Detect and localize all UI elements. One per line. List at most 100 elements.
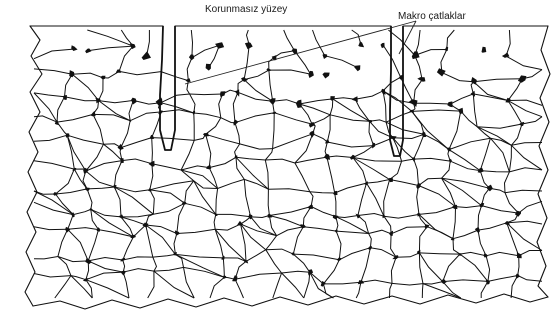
grain-boundary bbox=[235, 144, 240, 157]
grain-boundary bbox=[233, 92, 238, 122]
grain-boundary bbox=[293, 254, 310, 272]
corrosion-pit bbox=[300, 224, 306, 228]
grain-boundary bbox=[415, 55, 422, 79]
grain-boundary bbox=[442, 178, 482, 205]
grain-boundary bbox=[235, 279, 243, 298]
grain-boundary bbox=[206, 134, 240, 144]
corrosion-pit bbox=[69, 70, 74, 77]
grain-boundary bbox=[295, 51, 311, 74]
grain-boundary bbox=[58, 257, 71, 276]
grain-boundary bbox=[187, 58, 192, 81]
grain-boundary bbox=[442, 178, 490, 188]
grain-boundary bbox=[269, 207, 311, 216]
corrosion-pit bbox=[479, 203, 484, 208]
corrosion-pit bbox=[518, 75, 527, 82]
grain-boundary bbox=[293, 227, 303, 254]
grain-boundary bbox=[333, 99, 370, 121]
grain-boundary bbox=[505, 190, 542, 192]
grain-boundary bbox=[443, 254, 460, 282]
grain-boundary bbox=[419, 253, 442, 282]
grain-boundary bbox=[174, 234, 177, 255]
corrosion-pit bbox=[322, 73, 329, 79]
grain-boundary bbox=[391, 257, 396, 283]
grain-boundary bbox=[511, 143, 542, 146]
grain-boundary bbox=[86, 261, 89, 280]
corrosion-pit bbox=[150, 135, 155, 139]
grain-boundary bbox=[119, 71, 161, 74]
grain-boundary bbox=[34, 274, 71, 278]
specimen-bottom-edge bbox=[33, 294, 548, 309]
grain-boundary bbox=[153, 257, 157, 271]
grain-boundary bbox=[518, 256, 519, 276]
grain-boundary bbox=[325, 56, 357, 67]
grain-boundary bbox=[177, 203, 185, 233]
specimen-right-edge bbox=[537, 26, 550, 297]
grain-boundary bbox=[412, 111, 424, 134]
grain-boundary bbox=[383, 91, 386, 122]
grain-boundary bbox=[266, 236, 277, 250]
grain-boundary bbox=[150, 190, 155, 214]
grain-boundary bbox=[244, 70, 269, 80]
grain-boundary bbox=[177, 229, 215, 233]
grain-boundary bbox=[388, 30, 414, 55]
grain-boundary bbox=[453, 207, 456, 239]
grain-boundary bbox=[506, 30, 510, 56]
grain-boundary bbox=[130, 112, 161, 121]
grain-boundary bbox=[206, 118, 221, 135]
grain-boundary bbox=[67, 135, 103, 144]
grain-boundary bbox=[73, 209, 91, 214]
grain-boundary bbox=[154, 267, 184, 271]
grain-boundary bbox=[442, 161, 451, 178]
grain-boundary bbox=[209, 157, 236, 167]
grain-boundary bbox=[68, 215, 74, 230]
corrosion-pit bbox=[308, 205, 313, 209]
grain-boundary bbox=[327, 142, 373, 147]
grain-boundary bbox=[303, 207, 311, 227]
grain-boundary bbox=[509, 145, 511, 172]
grain-boundary bbox=[244, 179, 250, 216]
corrosion-pit bbox=[245, 42, 253, 49]
grain-boundary bbox=[473, 94, 477, 127]
corrosion-pit bbox=[186, 78, 191, 82]
grain-boundary bbox=[238, 92, 273, 101]
grain-boundary bbox=[323, 284, 333, 298]
grain-boundary bbox=[519, 251, 542, 256]
grain-boundary bbox=[419, 253, 460, 254]
grain-boundary bbox=[353, 146, 374, 158]
grain-boundary bbox=[146, 225, 177, 234]
grain-boundary bbox=[358, 214, 384, 217]
corrosion-pit bbox=[232, 275, 237, 281]
corrosion-pit bbox=[354, 65, 360, 71]
grain-boundary bbox=[509, 168, 542, 172]
grain-boundary bbox=[65, 74, 73, 97]
grain-boundary bbox=[505, 172, 510, 193]
grain-boundary bbox=[265, 149, 272, 160]
grain-boundary bbox=[443, 280, 488, 282]
grain-boundary bbox=[339, 248, 370, 260]
grain-boundary bbox=[415, 50, 447, 56]
corrosion-pit bbox=[85, 48, 91, 53]
grain-boundary bbox=[244, 45, 249, 80]
grain-boundary bbox=[390, 180, 419, 186]
grain-boundary bbox=[88, 261, 123, 272]
grain-boundary bbox=[480, 171, 489, 189]
grain-boundary bbox=[86, 280, 92, 298]
grain-boundary bbox=[123, 269, 154, 273]
grain-boundary bbox=[355, 99, 369, 121]
corrosion-pit bbox=[323, 54, 328, 59]
grain-boundary bbox=[412, 110, 461, 111]
corrosion-pit bbox=[333, 191, 337, 195]
grain-boundary bbox=[486, 256, 490, 282]
grain-boundary bbox=[327, 157, 335, 193]
corrosion-pit bbox=[475, 227, 480, 233]
corrosion-pit bbox=[189, 54, 194, 60]
grain-boundary bbox=[313, 30, 325, 56]
grain-boundary bbox=[214, 214, 216, 229]
corrosion-pit bbox=[412, 51, 420, 59]
grain-boundary bbox=[355, 91, 383, 99]
grain-boundary bbox=[414, 134, 424, 159]
grain-boundary bbox=[518, 276, 542, 282]
grain-boundary bbox=[68, 229, 89, 261]
corrosion-pit bbox=[445, 46, 449, 51]
grain-boundary bbox=[386, 122, 424, 134]
